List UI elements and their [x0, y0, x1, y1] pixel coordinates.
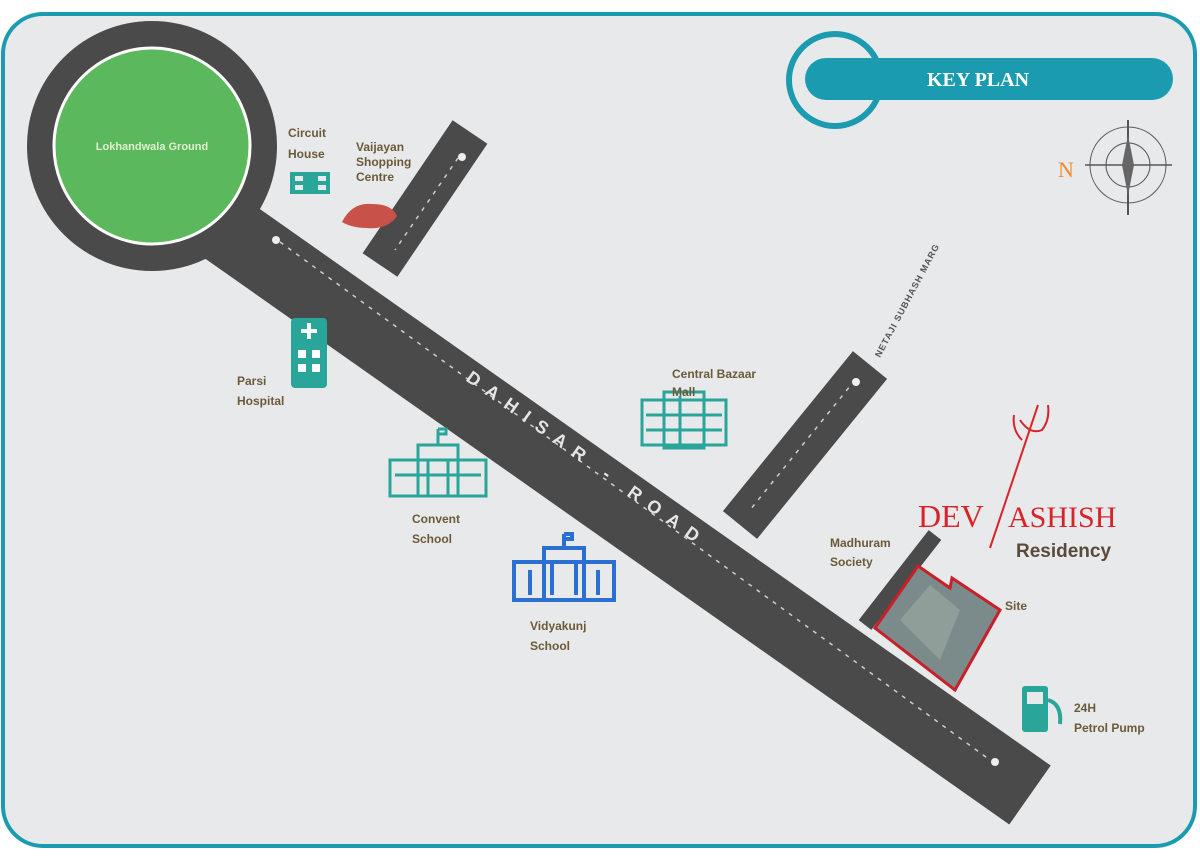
project-subtitle: Residency — [1016, 541, 1111, 562]
roundabout — [27, 21, 277, 271]
north-label: N — [1058, 157, 1074, 182]
site-label: Site — [1005, 599, 1027, 613]
roads — [27, 21, 1051, 825]
ground-circle — [52, 46, 252, 246]
road-direction-markers — [272, 153, 999, 766]
lane-markings — [279, 157, 991, 761]
convent-school-label: School — [412, 532, 452, 546]
vidyakunj-school-label: Vidyakunj — [530, 619, 586, 633]
petrol-pump-label: Petrol Pump — [1074, 721, 1145, 735]
mall-icon — [640, 390, 728, 450]
shopping-label: Centre — [356, 170, 394, 184]
school-icon — [388, 427, 488, 498]
hospital-icon — [291, 318, 327, 388]
compass-icon — [1085, 120, 1172, 215]
circuit-house-icon — [290, 172, 330, 194]
society-label: Madhuram — [830, 536, 891, 550]
hospital-label: Parsi — [237, 374, 266, 388]
branch-road-left — [362, 120, 488, 277]
trident-logo-icon — [989, 404, 1050, 549]
shopping-label: Vaijayan — [356, 140, 404, 154]
project-name-right: ASHISH — [1008, 501, 1116, 534]
petrol-pump-label: 24H — [1074, 701, 1096, 715]
mall-label: Central Bazaar — [672, 367, 756, 381]
society-lane — [858, 530, 942, 630]
project-name-left: DEV — [918, 498, 984, 534]
school-icon — [512, 532, 616, 602]
key-plan-header: KEY PLAN — [786, 31, 1173, 129]
convent-school-label: Convent — [412, 512, 460, 526]
vidyakunj-school-label: School — [530, 639, 570, 653]
shopping-icon — [342, 203, 397, 229]
hospital-label: Hospital — [237, 394, 284, 408]
ground-label: Lokhandwala Ground — [96, 141, 208, 153]
mall-label: Mall — [672, 385, 695, 399]
circuit-house-label: Circuit — [288, 126, 326, 140]
project-site-marker[interactable] — [872, 563, 1002, 693]
society-label: Society — [830, 555, 873, 569]
key-plan-title: KEY PLAN — [927, 69, 1030, 91]
branch-road-right — [722, 351, 888, 539]
petrol-pump-icon — [1022, 686, 1063, 732]
circuit-house-label: House — [288, 147, 325, 161]
shopping-label: Shopping — [356, 155, 411, 169]
main-road — [199, 195, 1051, 825]
